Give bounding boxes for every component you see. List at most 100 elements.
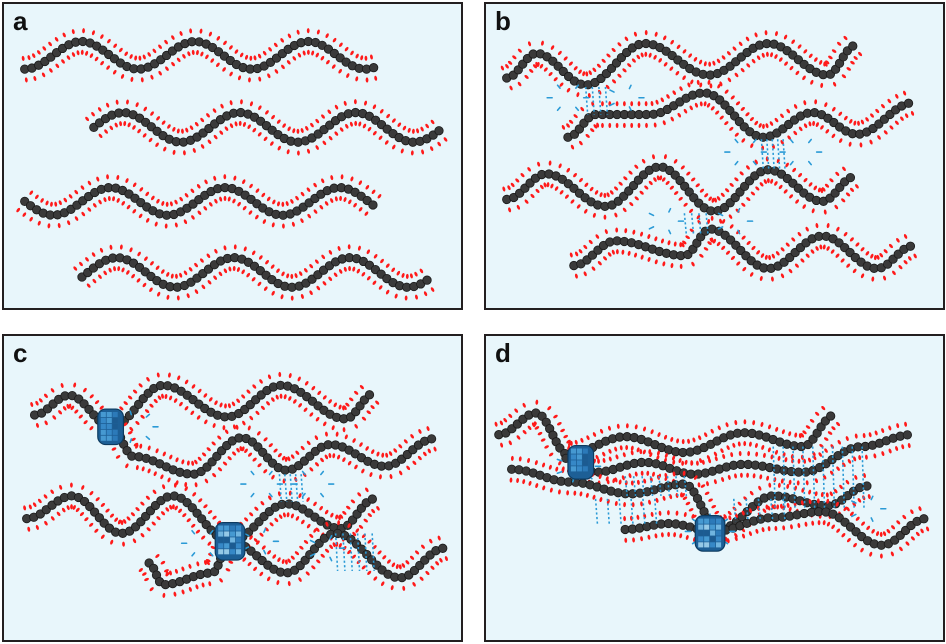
functional-group-mark: [508, 440, 512, 446]
functional-group-mark: [74, 216, 79, 221]
functional-group-mark: [658, 510, 662, 516]
panel-a-drawing: [16, 28, 448, 301]
crosslinker-pixel: [704, 530, 710, 536]
functional-group-mark: [847, 458, 852, 464]
functional-group-mark: [140, 533, 145, 538]
functional-group-mark: [798, 173, 803, 178]
functional-group-mark: [819, 443, 824, 448]
functional-group-mark: [888, 425, 892, 431]
functional-group-mark: [634, 424, 638, 430]
functional-group-mark: [514, 408, 519, 413]
functional-group-mark: [214, 198, 218, 204]
functional-group-mark: [809, 419, 815, 423]
functional-group-mark: [834, 204, 839, 210]
functional-group-mark: [623, 502, 626, 508]
functional-group-mark: [597, 458, 600, 464]
functional-group-mark: [269, 522, 274, 527]
interaction-tick: [301, 492, 306, 498]
functional-group-mark: [846, 537, 851, 543]
functional-group-mark: [357, 245, 361, 251]
tick-cluster-c6: [309, 534, 346, 562]
functional-group-mark: [810, 249, 815, 254]
functional-group-mark: [403, 439, 408, 444]
functional-group-mark: [306, 440, 311, 446]
functional-group-mark: [183, 270, 188, 276]
functional-group-mark: [388, 451, 393, 456]
hydrogen-bond-line: [604, 86, 609, 115]
functional-group-mark: [671, 455, 676, 461]
functional-group-mark: [271, 290, 275, 296]
functional-group-mark: [307, 49, 310, 55]
functional-group-mark: [791, 237, 796, 242]
functional-group-mark: [191, 384, 196, 389]
functional-group-mark: [282, 223, 285, 229]
functional-group-mark: [103, 270, 107, 276]
functional-group-mark: [50, 489, 54, 495]
tick-cluster-b4: [779, 138, 823, 166]
functional-group-mark: [803, 458, 807, 464]
functional-group-mark: [174, 199, 178, 205]
functional-group-mark: [528, 480, 532, 486]
functional-group-mark: [182, 53, 186, 59]
interaction-tick: [209, 552, 214, 557]
functional-group-mark: [578, 69, 582, 75]
functional-group-mark: [195, 529, 201, 534]
functional-group-mark: [794, 432, 798, 438]
functional-group-mark: [233, 424, 236, 430]
functional-group-mark: [573, 172, 577, 178]
functional-group-mark: [22, 212, 27, 217]
functional-group-mark: [396, 270, 401, 276]
functional-group-mark: [913, 253, 917, 259]
functional-group-mark: [634, 471, 638, 477]
functional-group-mark: [915, 531, 920, 537]
functional-group-mark: [206, 253, 211, 259]
functional-group-mark: [682, 470, 686, 476]
functional-group-mark: [732, 442, 736, 448]
functional-group-mark: [174, 505, 178, 511]
functional-group-mark: [815, 246, 819, 251]
functional-group-mark: [618, 479, 622, 485]
functional-group-mark: [721, 477, 725, 482]
functional-group-mark: [151, 195, 155, 201]
functional-group-mark: [255, 188, 260, 193]
functional-group-mark: [283, 394, 287, 400]
functional-group-mark: [257, 132, 262, 137]
functional-group-mark: [329, 544, 334, 550]
functional-group-mark: [169, 201, 173, 207]
functional-group-mark: [16, 207, 21, 213]
functional-group-mark: [314, 435, 319, 441]
functional-group-mark: [573, 114, 578, 119]
functional-group-mark: [788, 268, 793, 274]
functional-group-mark: [778, 184, 783, 190]
functional-group-mark: [673, 532, 677, 538]
functional-group-mark: [765, 504, 769, 510]
chain-bead: [826, 411, 836, 421]
functional-group-mark: [648, 52, 652, 58]
functional-group-mark: [83, 387, 87, 393]
functional-group-mark: [52, 415, 57, 420]
functional-group-mark: [145, 218, 150, 223]
functional-group-mark: [349, 397, 354, 402]
functional-group-mark: [196, 184, 201, 189]
functional-group-mark: [157, 291, 161, 297]
functional-group-mark: [822, 244, 826, 250]
crosslinker-pixel: [582, 454, 588, 460]
functional-group-mark: [614, 212, 618, 218]
functional-group-mark: [774, 449, 779, 455]
functional-group-mark: [706, 102, 711, 108]
functional-group-mark: [322, 281, 327, 286]
functional-group-mark: [249, 183, 253, 189]
tick-cluster-d3: [851, 495, 887, 522]
functional-group-mark: [328, 452, 332, 459]
functional-group-mark: [535, 188, 540, 194]
functional-group-mark: [255, 540, 260, 545]
functional-group-mark: [167, 124, 171, 129]
functional-group-mark: [664, 472, 668, 478]
functional-group-mark: [136, 278, 141, 283]
functional-group-mark: [347, 549, 352, 555]
functional-group-mark: [361, 565, 366, 570]
crosslinker-pixel: [715, 536, 722, 542]
functional-group-mark: [342, 511, 347, 515]
functional-group-mark: [845, 479, 850, 485]
functional-group-mark: [748, 531, 752, 537]
